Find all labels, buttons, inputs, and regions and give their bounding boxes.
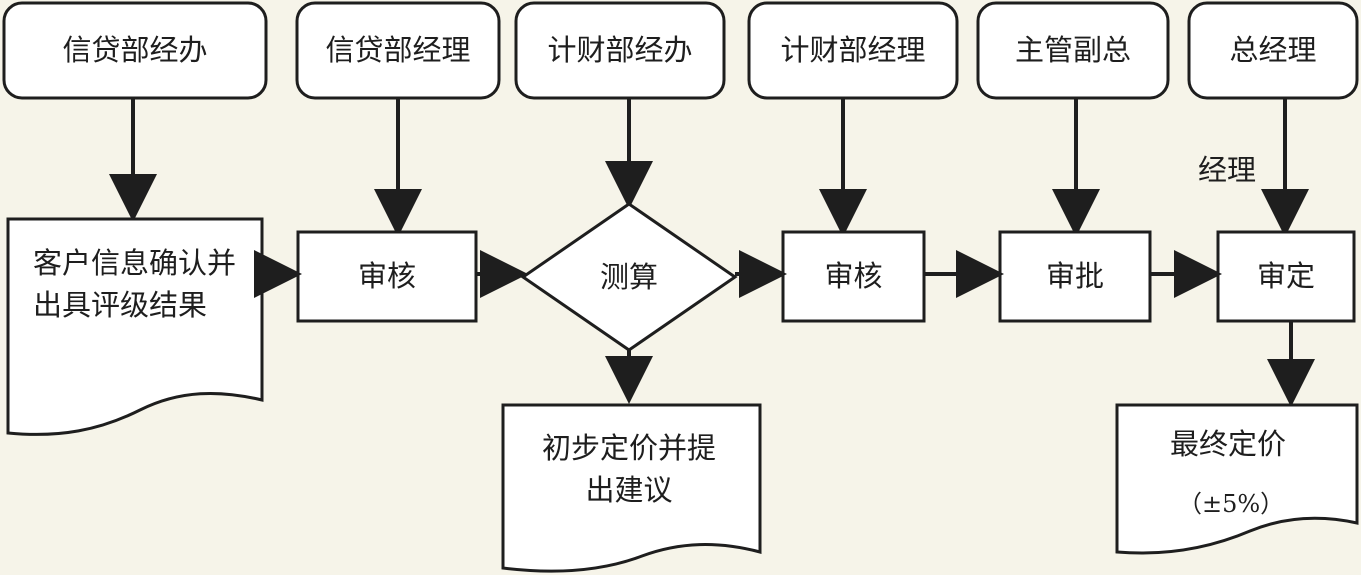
final-output-label-line2: （±5%） <box>1178 490 1285 518</box>
step4-box <box>781 230 926 323</box>
role-label-credit-manager: 信贷部经理 <box>325 33 471 67</box>
role-label-deputy-general-manager: 主管副总 <box>1014 33 1131 67</box>
final-output-label-line1: 最终定价 <box>1170 427 1287 461</box>
final-output-document <box>1115 403 1359 555</box>
manager-annotation-label: 经理 <box>1198 153 1257 187</box>
role-label-credit-officer: 信贷部经办 <box>62 33 208 67</box>
step6-label: 审定 <box>1256 259 1315 293</box>
role-label-general-manager: 总经理 <box>1229 33 1317 67</box>
role-box-finance-manager <box>747 1 959 100</box>
step3-label: 测算 <box>599 259 658 294</box>
step6-box <box>1216 230 1356 323</box>
step1-label: 客户信息确认并出具评级结果 <box>33 246 237 323</box>
role-label-finance-officer: 计财部经办 <box>547 33 693 67</box>
step1-document-shape <box>6 217 264 436</box>
role-box-general-manager <box>1187 1 1359 100</box>
preliminary-output-document <box>501 403 762 573</box>
role-box-finance-officer <box>514 1 726 100</box>
role-label-finance-manager: 计财部经理 <box>780 33 926 67</box>
step4-label: 审核 <box>824 259 883 293</box>
role-box-deputy-general-manager <box>976 1 1170 100</box>
step2-box <box>296 230 478 323</box>
preliminary-output-label: 初步定价并提出建议 <box>541 431 716 508</box>
step5-label: 审批 <box>1045 259 1104 293</box>
step2-label: 审核 <box>357 259 416 293</box>
